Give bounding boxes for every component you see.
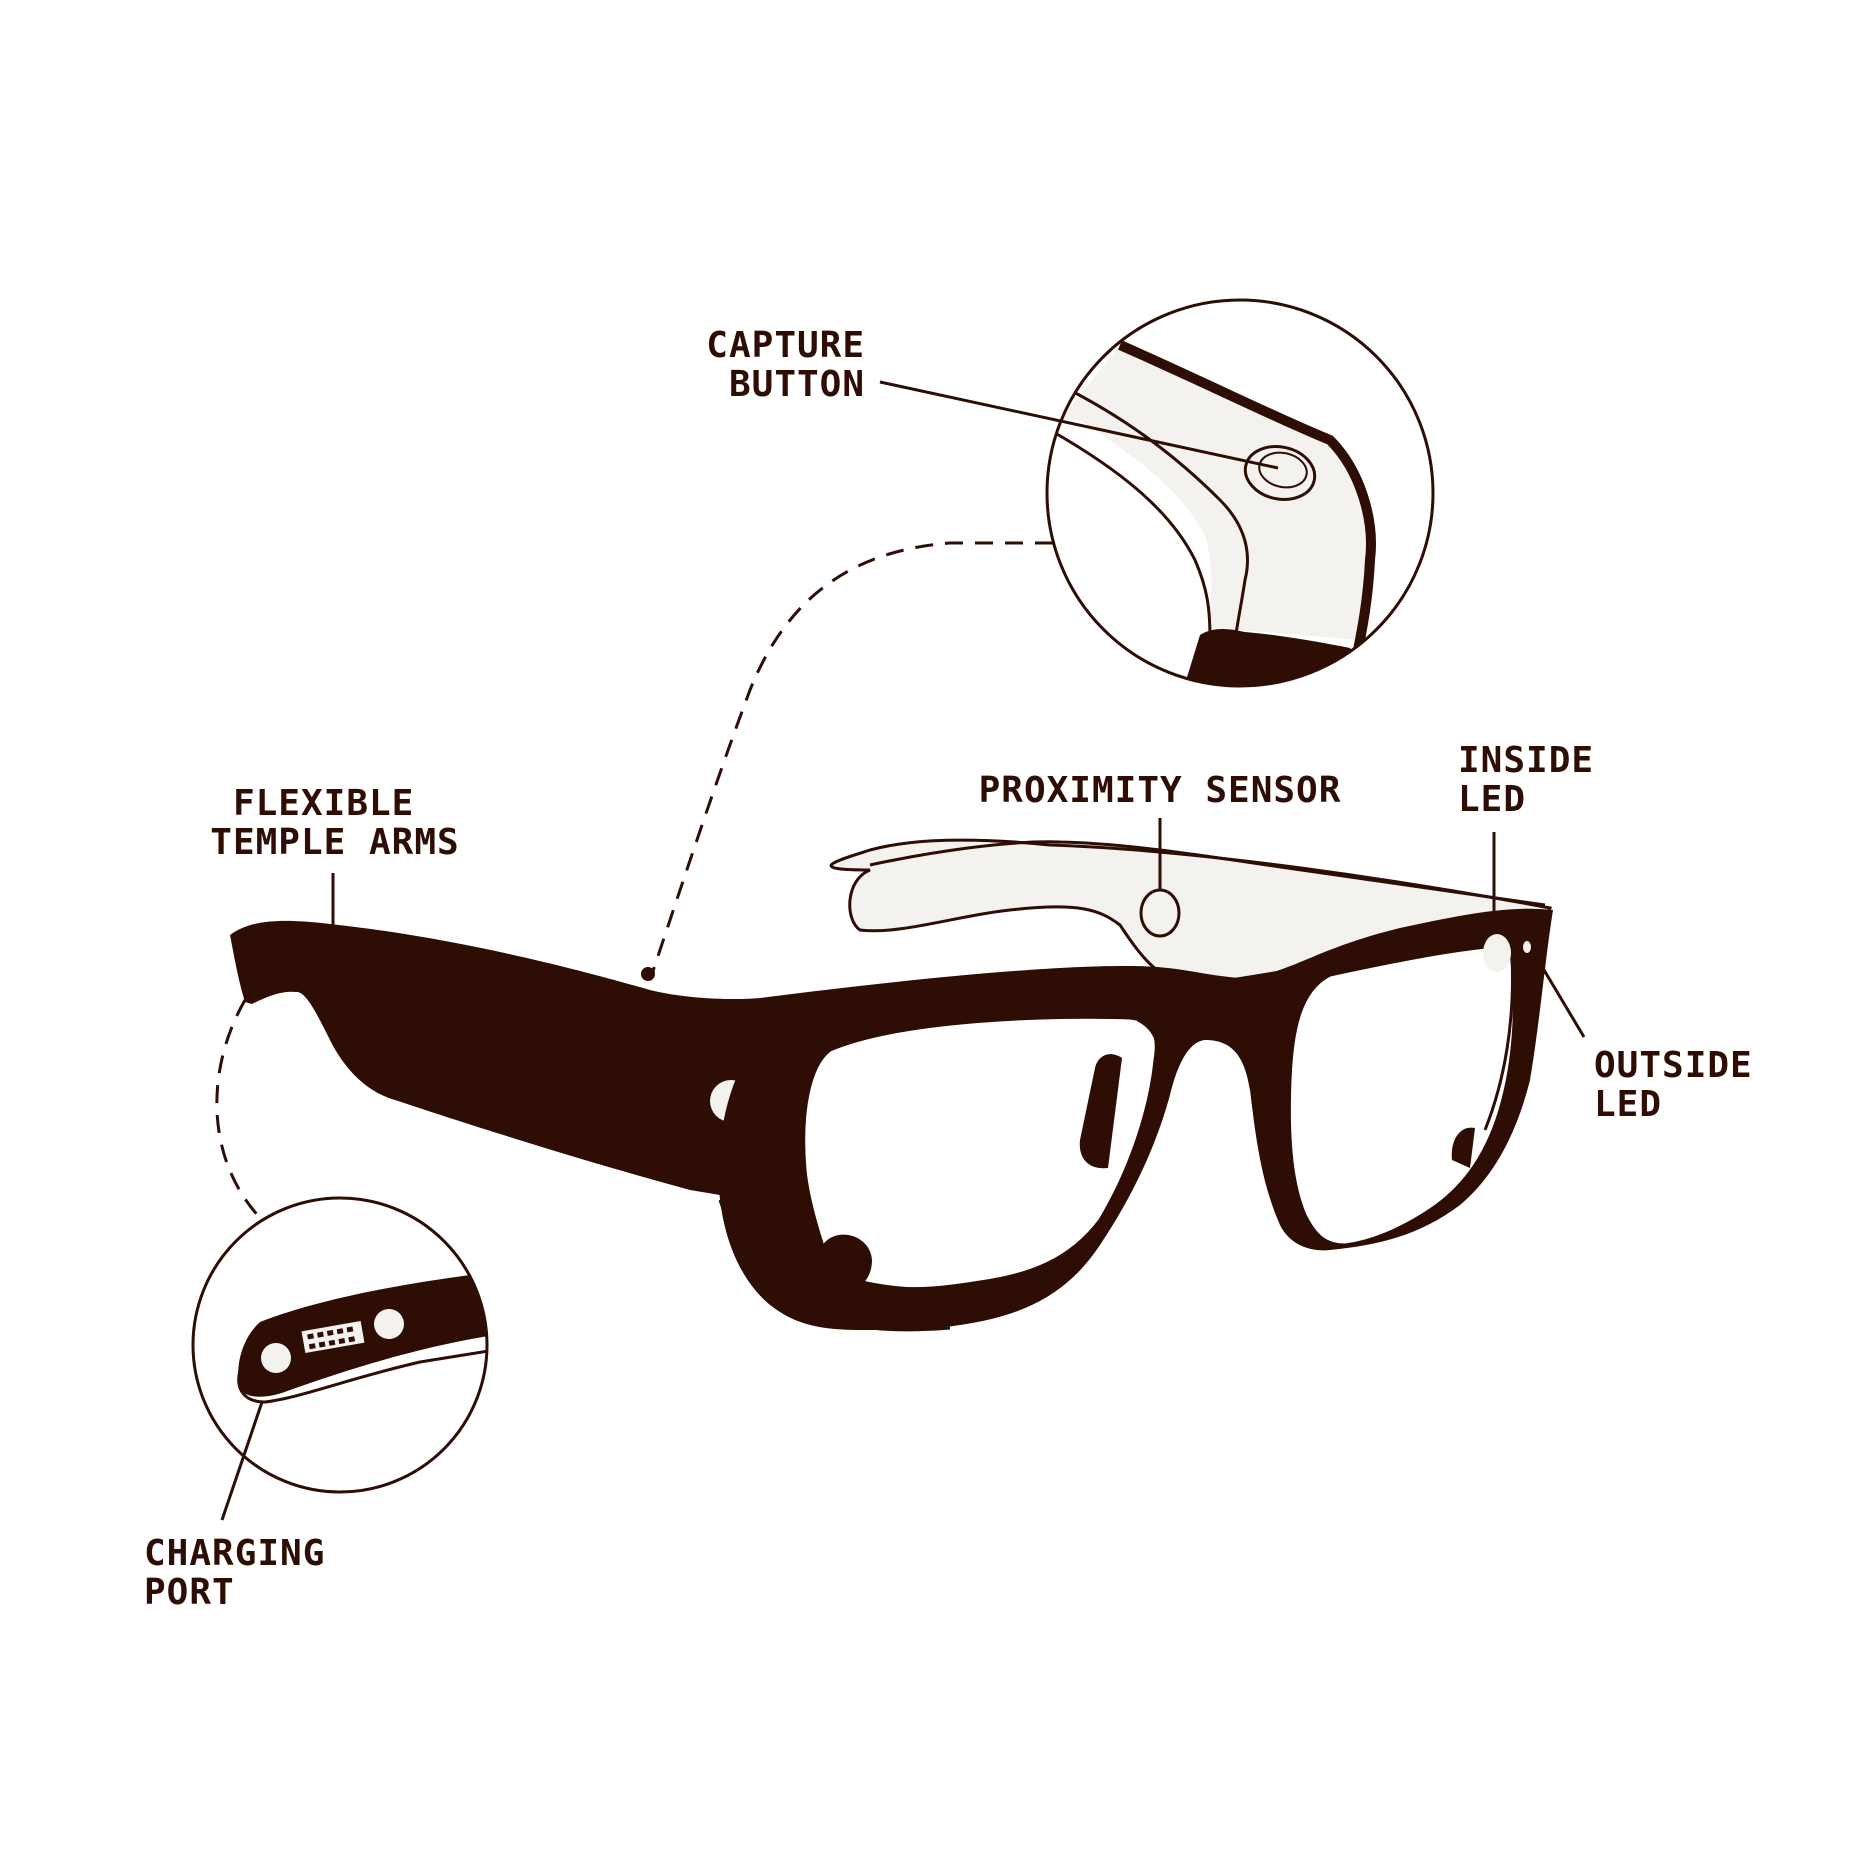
outside-led — [1523, 941, 1531, 953]
charging-inset-content — [237, 1275, 487, 1404]
label-charging-port: CHARGING PORT — [144, 1533, 348, 1613]
connector-dot — [641, 967, 655, 981]
label-proximity-sensor: PROXIMITY SENSOR — [979, 770, 1342, 811]
label-capture-button: CAPTURE BUTTON — [706, 325, 887, 405]
inset-hinge-dark — [1180, 629, 1380, 686]
inset-charging-arm-rim — [237, 1348, 487, 1404]
right-nose-pad — [1451, 1127, 1475, 1168]
far-temple-arm-outline — [869, 840, 1546, 907]
charging-port-pins — [307, 1326, 356, 1350]
charging-inset-border — [191, 1196, 489, 1494]
left-lens — [802, 1015, 1158, 1291]
left-nose-pad — [1079, 1054, 1122, 1169]
near-temple-arm — [230, 920, 770, 1195]
label-flexible-temple-arms: FLEXIBLE TEMPLE ARMS — [210, 783, 459, 863]
frame-lower-rim — [718, 1199, 951, 1332]
leader-charging-port — [220, 1401, 264, 1521]
inset-arm-fill — [1060, 345, 1370, 640]
label-outside-led: OUTSIDE LED — [1594, 1045, 1775, 1125]
inset-charging-arm — [238, 1275, 487, 1397]
right-lens — [1287, 943, 1516, 1247]
inside-led — [1483, 934, 1511, 972]
dashed-connector-capture — [648, 541, 1053, 981]
leader-capture-button — [879, 380, 1279, 470]
label-inside-led: INSIDE LED — [1458, 740, 1617, 820]
capture-inset-border — [1045, 298, 1435, 688]
right-lens-inner-rim — [1483, 954, 1514, 1131]
inset-dot-left — [261, 1343, 291, 1373]
leader-outside-led — [1542, 969, 1586, 1038]
inset-dot-right — [374, 1309, 404, 1339]
inset-arm-middle-edge — [1059, 383, 1249, 641]
inset-arm-lower-edge — [1049, 428, 1212, 641]
left-lens-bottom-bump — [820, 1234, 872, 1294]
capture-inset-content — [1049, 340, 1380, 686]
left-lens-inner-rim — [1098, 1018, 1161, 1231]
inset-arm-top-edge — [1117, 340, 1376, 651]
dashed-connector-charging — [215, 999, 264, 1222]
proximity-sensor-ring — [1139, 888, 1181, 938]
